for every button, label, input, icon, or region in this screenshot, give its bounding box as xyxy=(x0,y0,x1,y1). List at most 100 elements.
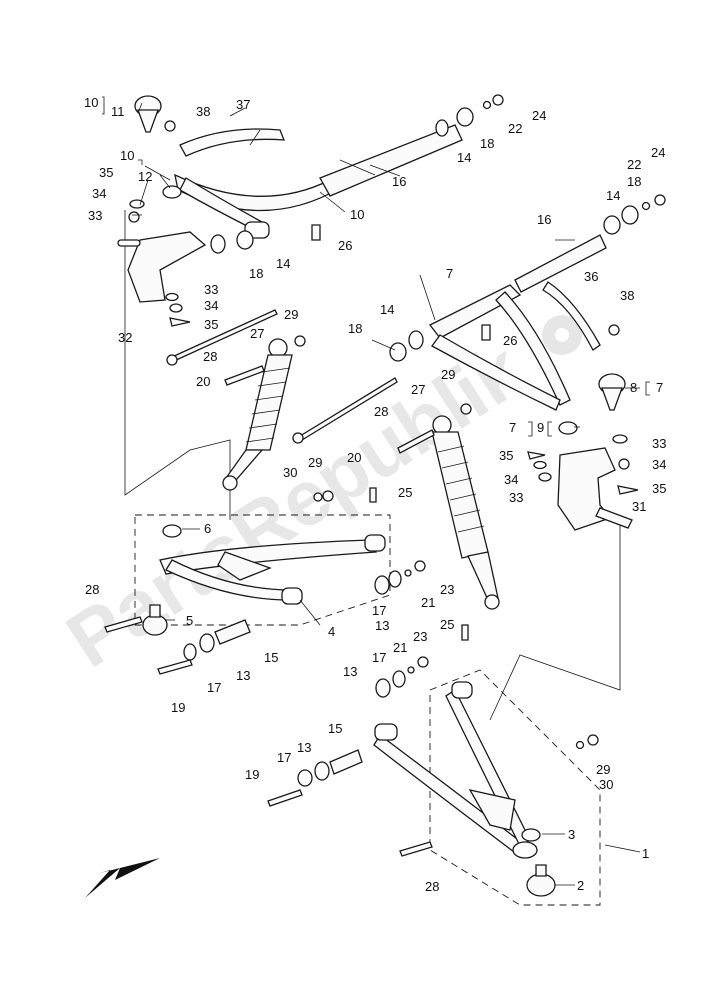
callout-33-a: 33 xyxy=(88,208,102,223)
pivot-bolt-20-right xyxy=(292,377,398,444)
upper-right-pivot-tube-16 xyxy=(514,234,607,293)
callout-16-b: 16 xyxy=(537,212,551,227)
callout-21-b: 21 xyxy=(393,640,407,655)
callout-23-b: 23 xyxy=(413,629,427,644)
upper-left-a-arm xyxy=(174,173,342,239)
callout-13-c: 13 xyxy=(343,664,357,679)
callout-26-a: 26 xyxy=(338,238,352,253)
callout-10-seal: 10 xyxy=(120,148,134,163)
callout-labels: 1 2 3 4 5 6 7 7 7 8 9 10 10 10 11 12 13 … xyxy=(84,95,666,894)
left-knuckle-32 xyxy=(117,231,207,303)
callout-26-b: 26 xyxy=(503,333,517,348)
callout-25-b: 25 xyxy=(440,617,454,632)
lower-left-arm-assembly-outline xyxy=(134,514,391,626)
callout-10-top: 10 xyxy=(84,95,98,110)
callout-17-c: 17 xyxy=(372,650,386,665)
callout-14-a: 14 xyxy=(457,150,471,165)
lower-right-ball-joint-2 xyxy=(526,864,556,897)
lower-left-a-arm xyxy=(159,534,386,605)
callout-28-b: 28 xyxy=(374,404,388,419)
callout-31: 31 xyxy=(632,499,646,514)
upper-right-brake-bracket-36 xyxy=(542,281,601,351)
callout-17-a: 17 xyxy=(372,603,386,618)
callout-7-upper-arm: 7 xyxy=(446,266,453,281)
callout-22-b: 22 xyxy=(627,157,641,172)
callout-13-a: 13 xyxy=(375,618,389,633)
upper-right-bushings xyxy=(389,194,666,362)
callout-24-b: 24 xyxy=(651,145,665,160)
callout-7-ball-joint: 7 xyxy=(656,380,663,395)
lower-right-seal-3 xyxy=(521,828,541,842)
callout-30-a: 30 xyxy=(283,465,297,480)
left-arm-reference-line xyxy=(124,210,231,520)
callout-18-d: 18 xyxy=(348,321,362,336)
callout-19-a: 19 xyxy=(171,700,185,715)
callout-11: 11 xyxy=(111,104,125,119)
callout-33-b: 33 xyxy=(204,282,218,297)
lower-left-bushings xyxy=(183,560,426,661)
callout-33-c: 33 xyxy=(652,436,666,451)
lower-left-bolts xyxy=(104,487,377,675)
upper-left-ball-joint-seal-12 xyxy=(162,185,182,199)
callout-14-c: 14 xyxy=(606,188,620,203)
callout-36: 36 xyxy=(584,269,598,284)
callout-2: 2 xyxy=(577,878,584,893)
callout-34-b: 34 xyxy=(204,298,218,313)
callout-21-a: 21 xyxy=(421,595,435,610)
callout-29-c: 29 xyxy=(308,455,322,470)
callout-30-b: 30 xyxy=(599,777,613,792)
lower-right-bushings xyxy=(297,656,429,787)
callout-14-b: 14 xyxy=(276,256,290,271)
callout-38-a: 38 xyxy=(196,104,210,119)
callout-33-d: 33 xyxy=(509,490,523,505)
lower-right-arm-assembly-outline xyxy=(429,669,601,906)
callout-29-a: 29 xyxy=(284,307,298,322)
callout-38-b: 38 xyxy=(620,288,634,303)
upper-left-brake-bracket-37 xyxy=(179,128,285,157)
lower-left-ball-joint-5 xyxy=(142,604,168,636)
callout-19-b: 19 xyxy=(245,767,259,782)
callout-29-b: 29 xyxy=(441,367,455,382)
upper-right-ball-joint-8 xyxy=(598,373,626,411)
callout-28-a: 28 xyxy=(203,349,217,364)
callout-18-a: 18 xyxy=(480,136,494,151)
callout-35-c: 35 xyxy=(499,448,513,463)
callout-27-b: 27 xyxy=(411,382,425,397)
callout-35-d: 35 xyxy=(652,481,666,496)
callout-12: 12 xyxy=(138,169,152,184)
right-arm-reference-line xyxy=(489,515,621,721)
callout-15-a: 15 xyxy=(264,650,278,665)
upper-right-ball-joint-seal-9 xyxy=(558,421,578,435)
left-knuckle-hardware xyxy=(128,199,191,327)
callout-16-a: 16 xyxy=(392,174,406,189)
callout-24-a: 24 xyxy=(532,108,546,123)
callout-35-a: 35 xyxy=(99,165,113,180)
leader-lines xyxy=(132,102,641,886)
right-shock-absorber xyxy=(431,415,500,610)
left-shock-absorber xyxy=(222,338,293,491)
callout-37: 37 xyxy=(236,97,250,112)
front-direction-arrow-icon xyxy=(85,858,160,898)
callout-18-c: 18 xyxy=(627,174,641,189)
callout-23-a: 23 xyxy=(440,582,454,597)
callout-25-a: 25 xyxy=(398,485,412,500)
callout-13-d: 13 xyxy=(297,740,311,755)
upper-left-ball-joint-11 xyxy=(134,95,162,133)
callout-20-b: 20 xyxy=(347,450,361,465)
upper-left-bushings xyxy=(210,94,504,254)
callout-4: 4 xyxy=(328,624,335,639)
callout-34-c: 34 xyxy=(652,457,666,472)
watermark-gear-icon xyxy=(542,315,582,355)
callout-34-d: 34 xyxy=(504,472,518,487)
callout-5: 5 xyxy=(186,613,193,628)
callout-29-d: 29 xyxy=(596,762,610,777)
callout-28-c: 28 xyxy=(85,582,99,597)
right-knuckle-31 xyxy=(557,447,633,531)
callout-32: 32 xyxy=(118,330,132,345)
callout-20-a: 20 xyxy=(196,374,210,389)
misc-fasteners xyxy=(164,120,620,341)
callout-17-d: 17 xyxy=(277,750,291,765)
callout-27-a: 27 xyxy=(250,326,264,341)
callout-22-a: 22 xyxy=(508,121,522,136)
